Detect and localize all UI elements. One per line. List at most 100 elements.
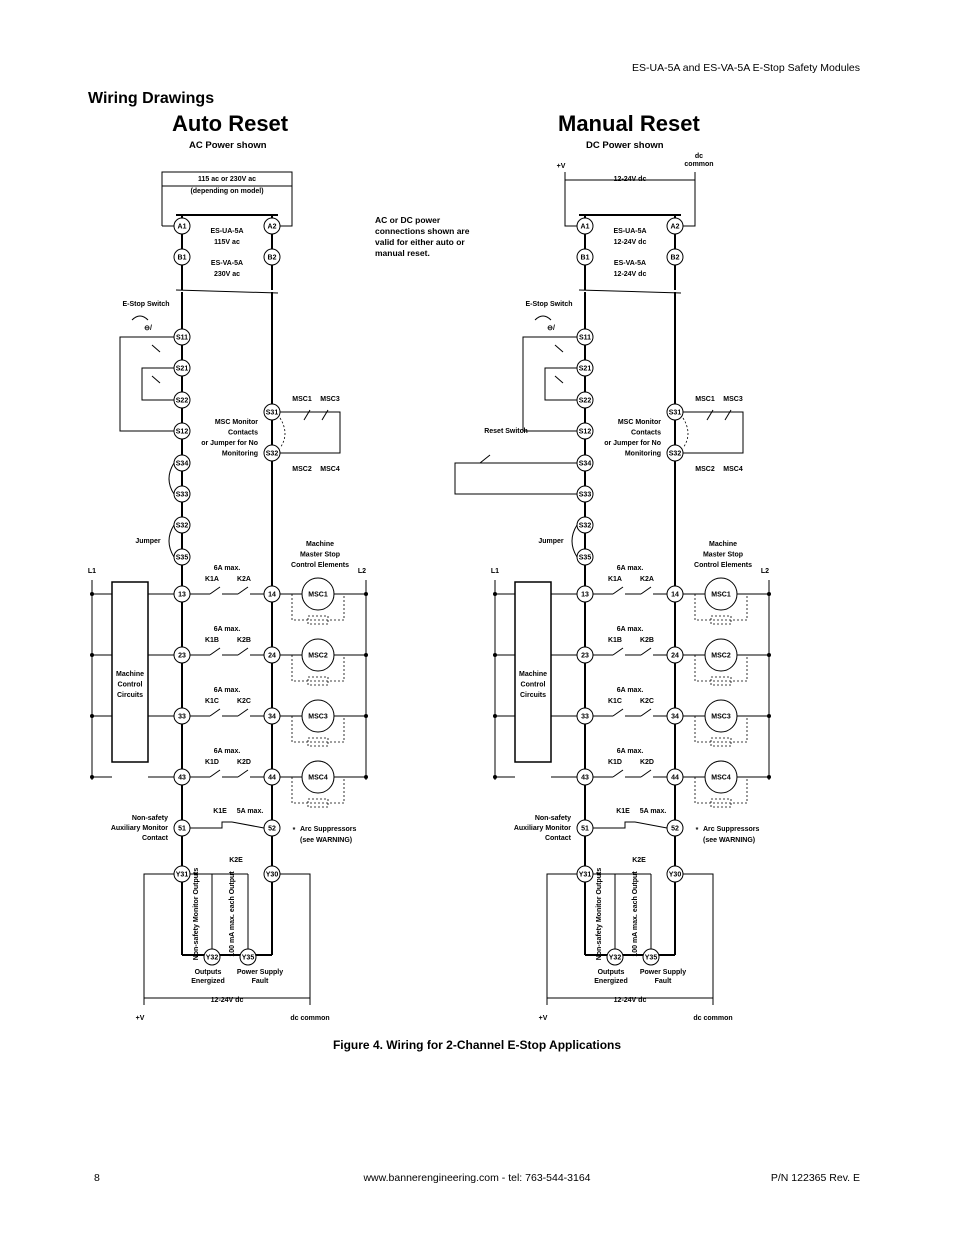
estop-symbol: ⊖/ bbox=[144, 325, 152, 332]
arc-suppressor bbox=[694, 594, 748, 621]
k2-contact-label: K2D bbox=[640, 759, 654, 766]
k2-contact-label: K2A bbox=[640, 576, 654, 583]
current-rating: 6A max. bbox=[617, 565, 644, 572]
arc-suppressor bbox=[694, 655, 748, 682]
manual-reset-title: Manual Reset bbox=[558, 111, 700, 136]
module-model: ES-UA-5A bbox=[210, 228, 243, 235]
terminal-label: S32 bbox=[669, 451, 682, 458]
terminal-label: Y32 bbox=[609, 955, 622, 962]
terminal-S12 bbox=[173, 422, 191, 440]
terminal-label: 43 bbox=[178, 775, 186, 782]
terminal-label: Y31 bbox=[176, 872, 189, 879]
terminal-label: A1 bbox=[581, 224, 590, 231]
terminal-label: S12 bbox=[579, 429, 592, 436]
terminal-S21 bbox=[576, 359, 594, 377]
k1e-label: K1E bbox=[616, 808, 630, 815]
terminal-label: 24 bbox=[671, 653, 679, 660]
contact-blade bbox=[612, 708, 624, 717]
reset-wire bbox=[454, 462, 577, 495]
terminal-label: 43 bbox=[581, 775, 589, 782]
terminal-A1 bbox=[173, 217, 191, 235]
msc-monitor-label: or Jumper for No bbox=[604, 440, 661, 447]
outputs-energized-label: Energized bbox=[191, 978, 224, 985]
msc-label: MSC3 bbox=[320, 396, 340, 403]
junction-dot bbox=[364, 775, 368, 779]
aux-contact-label: Auxiliary Monitor bbox=[111, 825, 168, 832]
junction-dot bbox=[493, 775, 497, 779]
estop-label: E-Stop Switch bbox=[122, 301, 169, 308]
jumper-wire bbox=[571, 524, 578, 558]
terminal-label: A2 bbox=[268, 224, 277, 231]
break-mark bbox=[578, 289, 682, 294]
module-body bbox=[579, 215, 681, 290]
contact-blade bbox=[640, 586, 652, 595]
contact-blade bbox=[640, 647, 652, 656]
monitor-jumper bbox=[682, 417, 689, 449]
outputs-energized-label: Energized bbox=[594, 978, 627, 985]
contact-blade bbox=[706, 409, 714, 421]
aux-wire bbox=[634, 821, 668, 829]
contact-blade bbox=[209, 586, 221, 595]
arc-suppressor-box bbox=[307, 798, 329, 808]
terminal-label: S32 bbox=[579, 523, 592, 530]
current-rating: 6A max. bbox=[214, 626, 241, 633]
machine-master-stop-label: Machine bbox=[306, 541, 334, 548]
terminal-label: 33 bbox=[581, 714, 589, 721]
terminal-S22 bbox=[173, 391, 191, 409]
msc-coil-label: MSC4 bbox=[308, 775, 328, 782]
terminal-label: 52 bbox=[671, 826, 679, 833]
contact-blade bbox=[151, 375, 161, 384]
contact-blade bbox=[237, 769, 249, 778]
msc-coil-label: MSC1 bbox=[308, 592, 328, 599]
aux-rating: 5A max. bbox=[237, 808, 264, 815]
aux-contact-label: Contact bbox=[142, 835, 169, 842]
terminal-B2 bbox=[666, 248, 684, 266]
reset-switch-label: Reset Switch bbox=[484, 428, 528, 435]
power-supply-fault-label: Power Supply bbox=[237, 969, 283, 976]
terminal-label: Y35 bbox=[645, 955, 658, 962]
terminal-label: S34 bbox=[579, 461, 592, 468]
monitor-wire bbox=[683, 411, 744, 454]
estop-wire bbox=[544, 367, 577, 401]
k1-contact-label: K1B bbox=[205, 637, 219, 644]
figure-caption: Figure 4. Wiring for 2-Channel E-Stop Ap… bbox=[332, 1038, 622, 1052]
terminal-label: Y35 bbox=[242, 955, 255, 962]
see-warning-label: (see WARNING) bbox=[703, 837, 755, 844]
power-supply-fault-label: Fault bbox=[252, 978, 269, 985]
estop-button bbox=[534, 315, 552, 321]
terminal-S12 bbox=[576, 422, 594, 440]
plus-v-label: +V bbox=[136, 1015, 145, 1022]
document-header: ES-UA-5A and ES-VA-5A E-Stop Safety Modu… bbox=[631, 62, 860, 74]
terminal-label: S32 bbox=[266, 451, 279, 458]
estop-button bbox=[131, 315, 149, 321]
contact-blade bbox=[303, 409, 311, 421]
k1-contact-label: K1C bbox=[205, 698, 219, 705]
power-note: AC or DC power connections shown are val… bbox=[375, 215, 470, 258]
footer-website: www.bannerengineering.com - tel: 763-544… bbox=[363, 1172, 591, 1184]
aux-contact-label: Non-safety bbox=[132, 815, 168, 822]
junction-dot bbox=[767, 714, 771, 718]
module-model: ES-VA-5A bbox=[614, 260, 646, 267]
contact-blade bbox=[554, 375, 564, 384]
contact-blade bbox=[554, 344, 564, 353]
terminal-label: S21 bbox=[579, 366, 592, 373]
aux-rating: 5A max. bbox=[640, 808, 667, 815]
jumper-wire bbox=[168, 462, 175, 495]
junction-dot bbox=[90, 714, 94, 718]
msc-monitor-label: or Jumper for No bbox=[201, 440, 258, 447]
terminal-label: S22 bbox=[579, 398, 592, 405]
terminal-label: Y31 bbox=[579, 872, 592, 879]
estop-wire bbox=[141, 367, 174, 401]
contact-blade bbox=[612, 586, 624, 595]
msc-coil-label: MSC4 bbox=[711, 775, 731, 782]
arc-suppressor-box bbox=[307, 676, 329, 686]
msc-label: MSC1 bbox=[292, 396, 312, 403]
aux-wire bbox=[231, 821, 265, 829]
arc-suppressor bbox=[694, 777, 748, 804]
dc-wire bbox=[280, 873, 311, 1005]
terminal-label: S35 bbox=[176, 555, 189, 562]
terminal-A1 bbox=[576, 217, 594, 235]
supply-wire bbox=[564, 172, 577, 227]
msc-monitor-label: MSC Monitor bbox=[618, 419, 661, 426]
